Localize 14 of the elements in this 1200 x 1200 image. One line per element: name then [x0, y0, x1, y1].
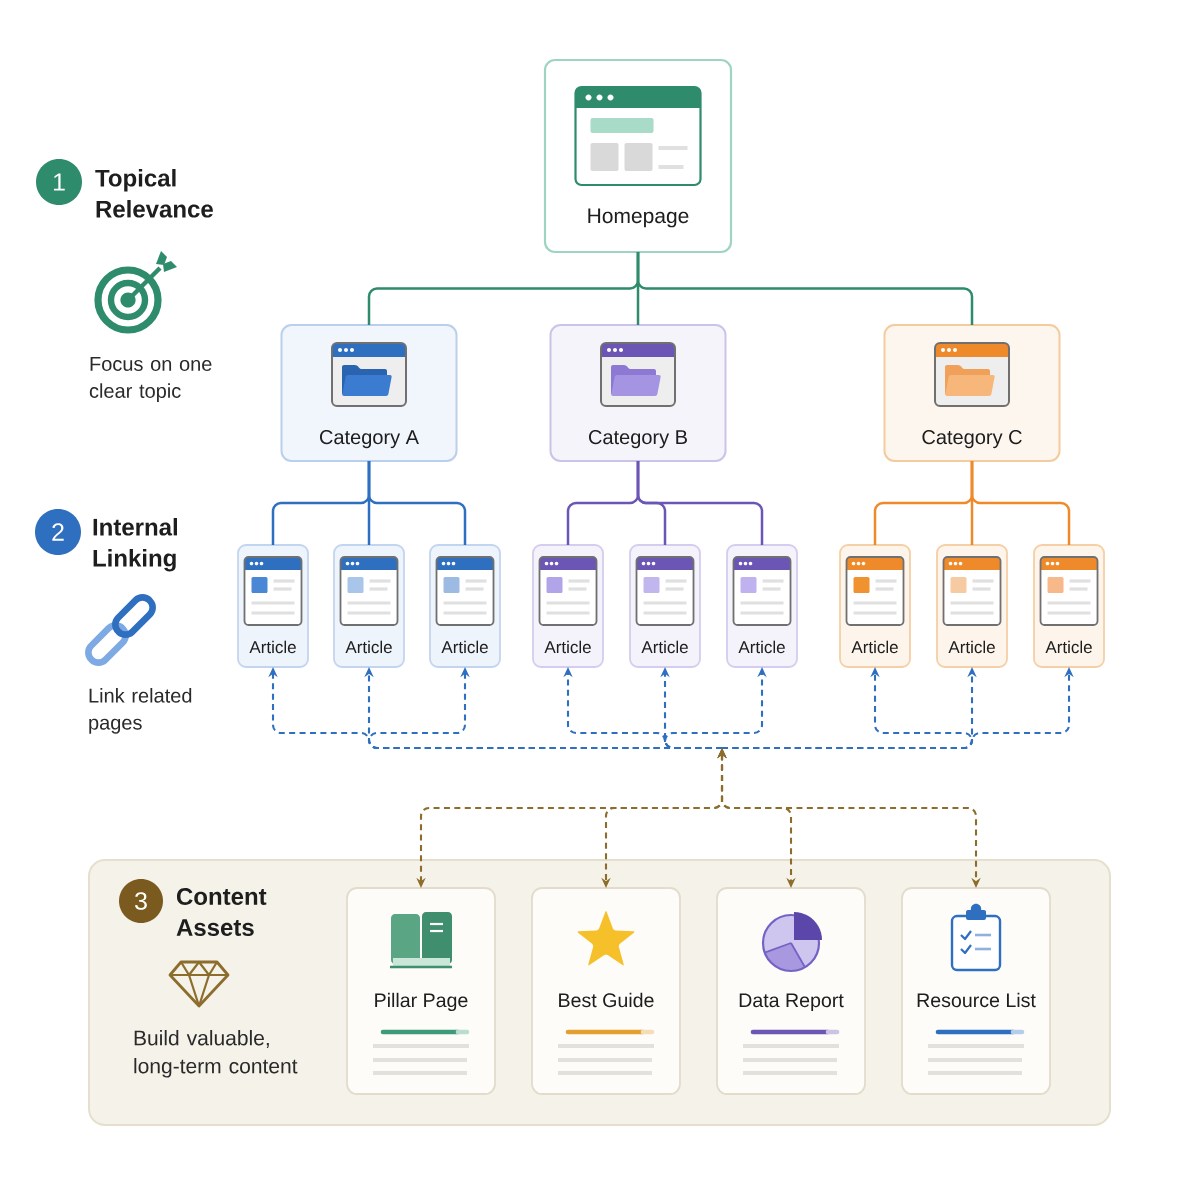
number-badge: 3: [119, 879, 163, 923]
section-heading: Topical Relevance: [95, 169, 213, 218]
description: Link related pages: [89, 688, 192, 734]
connector-line: [636, 252, 974, 325]
asset-card: Best Guide: [531, 887, 681, 1095]
connector-line: [970, 461, 1071, 545]
section-heading: Content Assets: [176, 888, 267, 936]
number-badge: 2: [35, 509, 81, 555]
number-badge: 1: [36, 159, 82, 205]
description: Focus on one clear topic: [89, 357, 212, 402]
connector-line: [636, 461, 764, 545]
description: Build valuable, long-term content: [134, 1030, 298, 1078]
connector-line: [367, 461, 467, 545]
section-heading: Internal Linking: [93, 518, 177, 572]
